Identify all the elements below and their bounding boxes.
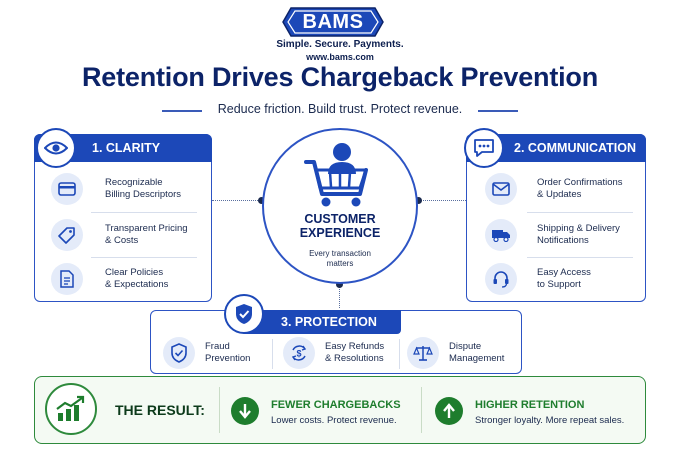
outcome-subtitle: Stronger loyalty. More repeat sales. [475,415,625,426]
logo-badge-shape [282,7,384,37]
outcome-title: FEWER CHARGEBACKS [271,399,401,411]
protection-item: $ Easy Refunds& Resolutions [283,335,395,371]
arrow-up-icon [435,397,463,425]
envelope-icon [485,173,517,205]
clarity-item-label: Transparent Pricing& Costs [105,223,188,246]
svg-text:$: $ [296,349,301,359]
subtitle-rule-right [478,110,518,112]
divider [272,339,273,369]
scales-icon [407,337,439,369]
communication-item: Order Confirmations& Updates [467,167,645,211]
divider [527,257,633,258]
arrow-down-icon [231,397,259,425]
eye-icon [36,128,76,168]
divider [219,387,220,433]
chat-bubble-icon [464,128,504,168]
subtitle: Reduce friction. Build trust. Protect re… [217,102,463,116]
connector-right [418,200,468,201]
shield-check-icon [224,294,264,334]
bams-logo: BAMS [281,6,385,38]
divider [91,212,197,213]
connector-dot-right [415,197,422,204]
clarity-item: Clear Policies& Expectations [35,257,211,301]
communication-heading-text: 2. COMMUNICATION [514,141,636,155]
protection-heading-text: 3. PROTECTION [281,315,377,329]
document-icon [51,263,83,295]
shopping-cart-person-icon [300,140,380,210]
connector-left [212,200,264,201]
price-tag-icon [51,219,83,251]
result-panel: THE RESULT: FEWER CHARGEBACKS Lower cost… [34,376,646,444]
divider [399,339,400,369]
shield-check-icon [163,337,195,369]
tagline: Simple. Secure. Payments. [276,39,404,50]
connector-bottom [339,284,340,308]
protection-item-label: Easy Refunds& Resolutions [325,341,385,364]
outcome-subtitle: Lower costs. Protect revenue. [271,415,397,426]
divider [91,257,197,258]
outcome-title: HIGHER RETENTION [475,399,585,411]
divider [527,212,633,213]
growth-chart-icon [45,383,97,435]
protection-heading: 3. PROTECTION [241,310,401,334]
clarity-heading-text: 1. CLARITY [92,141,161,155]
clarity-item: Transparent Pricing& Costs [35,213,211,257]
headset-icon [485,263,517,295]
result-label: THE RESULT: [115,402,205,418]
refund-dollar-icon: $ [283,337,315,369]
communication-item-label: Order Confirmations& Updates [537,177,623,200]
connector-dot-bottom [336,281,343,288]
logo-text: BAMS [302,10,364,33]
subtitle-rule-left [162,110,202,112]
clarity-item-label: Clear Policies& Expectations [105,267,169,290]
divider [421,387,422,433]
credit-card-icon [51,173,83,205]
website-link[interactable]: www.bams.com [306,52,374,62]
truck-icon [485,219,517,251]
page-title: Retention Drives Chargeback Prevention [81,62,599,92]
connector-dot-left [258,197,265,204]
